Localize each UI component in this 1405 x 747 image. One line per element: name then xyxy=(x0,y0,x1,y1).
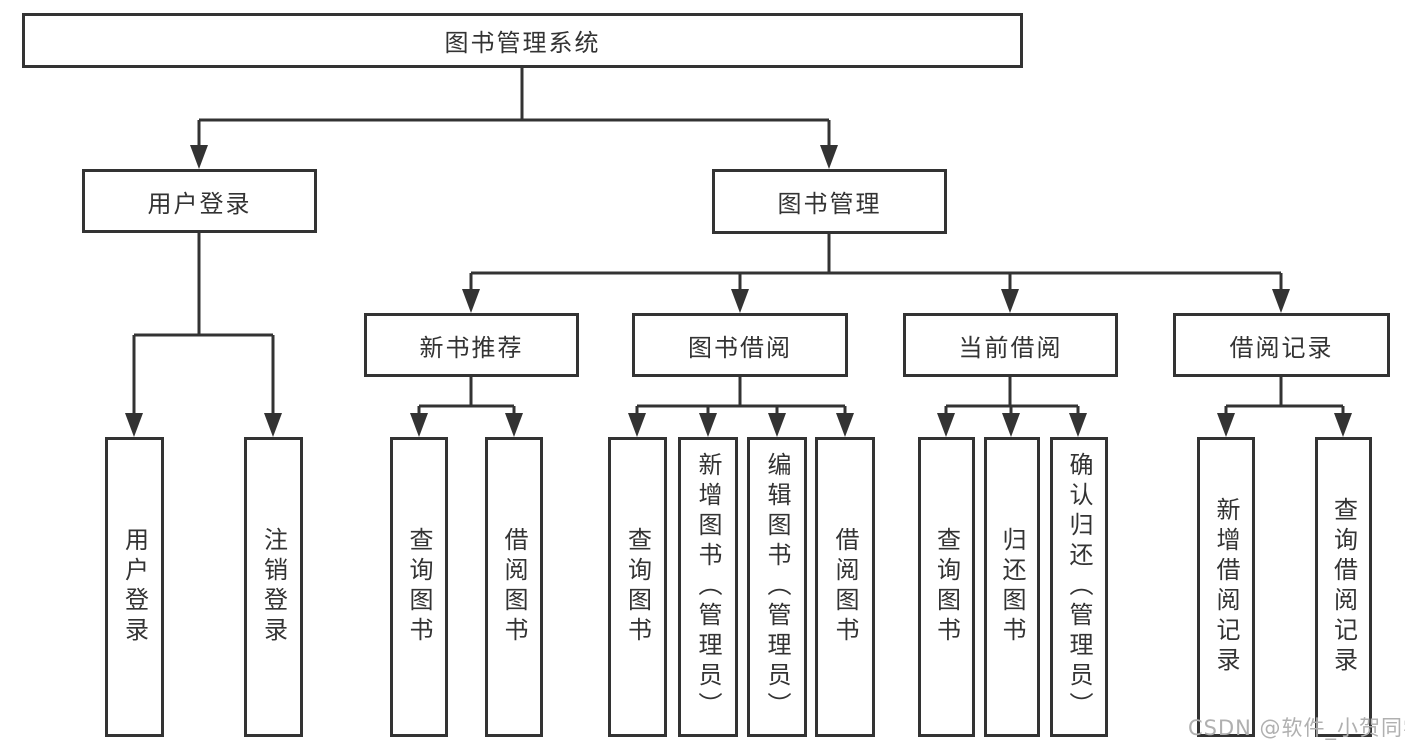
node-leaf-add-book-admin: 新增图书（管理员） xyxy=(678,437,738,737)
node-label: 查询图书 xyxy=(623,527,652,647)
node-leaf-query-books-2: 查询图书 xyxy=(608,437,667,737)
node-new-book-recommend: 新书推荐 xyxy=(364,313,579,377)
node-label: 新增借阅记录 xyxy=(1212,497,1240,677)
node-label: 查询图书 xyxy=(405,527,433,647)
arrowheads xyxy=(125,145,1352,437)
node-leaf-query-books-3: 查询图书 xyxy=(918,437,975,737)
node-leaf-confirm-return-admin: 确认归还（管理员） xyxy=(1050,437,1108,737)
node-label: 查询借阅记录 xyxy=(1329,497,1358,677)
node-label: 用户登录 xyxy=(147,189,252,218)
node-label: 查询图书 xyxy=(932,527,961,647)
node-label: 借阅图书 xyxy=(500,527,528,647)
node-leaf-user-login: 用户登录 xyxy=(105,437,164,737)
node-label: 图书管理 xyxy=(777,190,882,218)
node-label: 用户登录 xyxy=(120,527,149,647)
node-leaf-add-borrow-record: 新增借阅记录 xyxy=(1197,437,1255,737)
node-current-borrowing: 当前借阅 xyxy=(903,313,1118,377)
node-root-library-system: 图书管理系统 xyxy=(22,13,1023,68)
node-label: 归还图书 xyxy=(998,527,1026,647)
node-leaf-logout: 注销登录 xyxy=(244,437,303,737)
node-leaf-borrow-books-2: 借阅图书 xyxy=(815,437,875,737)
node-label: 借阅记录 xyxy=(1229,333,1334,362)
node-label: 图书管理系统 xyxy=(444,29,601,57)
csdn-watermark: CSDN @软件_小贺同学 xyxy=(1188,716,1405,740)
node-label: 新增图书（管理员） xyxy=(694,452,722,722)
node-leaf-return-book: 归还图书 xyxy=(984,437,1040,737)
node-label: 当前借阅 xyxy=(958,333,1063,362)
node-label: 图书借阅 xyxy=(688,333,792,362)
node-user-login: 用户登录 xyxy=(82,169,317,233)
node-label: 注销登录 xyxy=(259,527,288,647)
node-book-management: 图书管理 xyxy=(712,169,947,234)
node-leaf-edit-book-admin: 编辑图书（管理员） xyxy=(747,437,807,737)
node-leaf-query-borrow-record: 查询借阅记录 xyxy=(1315,437,1372,737)
node-label: 确认归还（管理员） xyxy=(1065,452,1093,722)
node-book-borrowing: 图书借阅 xyxy=(632,313,848,377)
node-borrowing-records: 借阅记录 xyxy=(1173,313,1390,377)
node-label: 借阅图书 xyxy=(831,527,859,647)
node-label: 新书推荐 xyxy=(419,333,524,362)
node-label: 编辑图书（管理员） xyxy=(763,452,791,722)
node-leaf-borrow-books-1: 借阅图书 xyxy=(485,437,543,737)
node-leaf-query-books-1: 查询图书 xyxy=(390,437,448,737)
